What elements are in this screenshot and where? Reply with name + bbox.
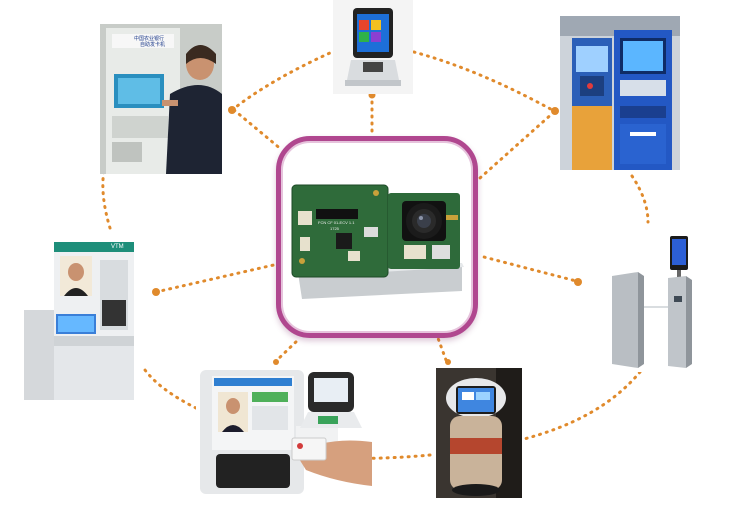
silkscreen-line2: 1725 xyxy=(330,226,339,231)
desktop-terminal-photo xyxy=(333,0,413,94)
turnstile-gate-photo xyxy=(608,236,702,372)
bank-sign-sub: 自助发卡机 xyxy=(140,42,166,48)
camera-module-board xyxy=(291,184,464,299)
bank-card-machine-photo: 中国农业银行 自助发卡机 xyxy=(100,24,222,174)
atm-kiosks-photo xyxy=(560,16,680,170)
service-robot-photo xyxy=(436,368,522,498)
id-kiosk-photo xyxy=(196,366,372,496)
silkscreen-line1: FCN CF 01-ECV 1.1 xyxy=(318,220,355,225)
bank-sign: 中国农业银行 xyxy=(134,36,165,42)
vtm-photo: VTM xyxy=(24,240,140,400)
vtm-label: VTM xyxy=(111,244,124,250)
